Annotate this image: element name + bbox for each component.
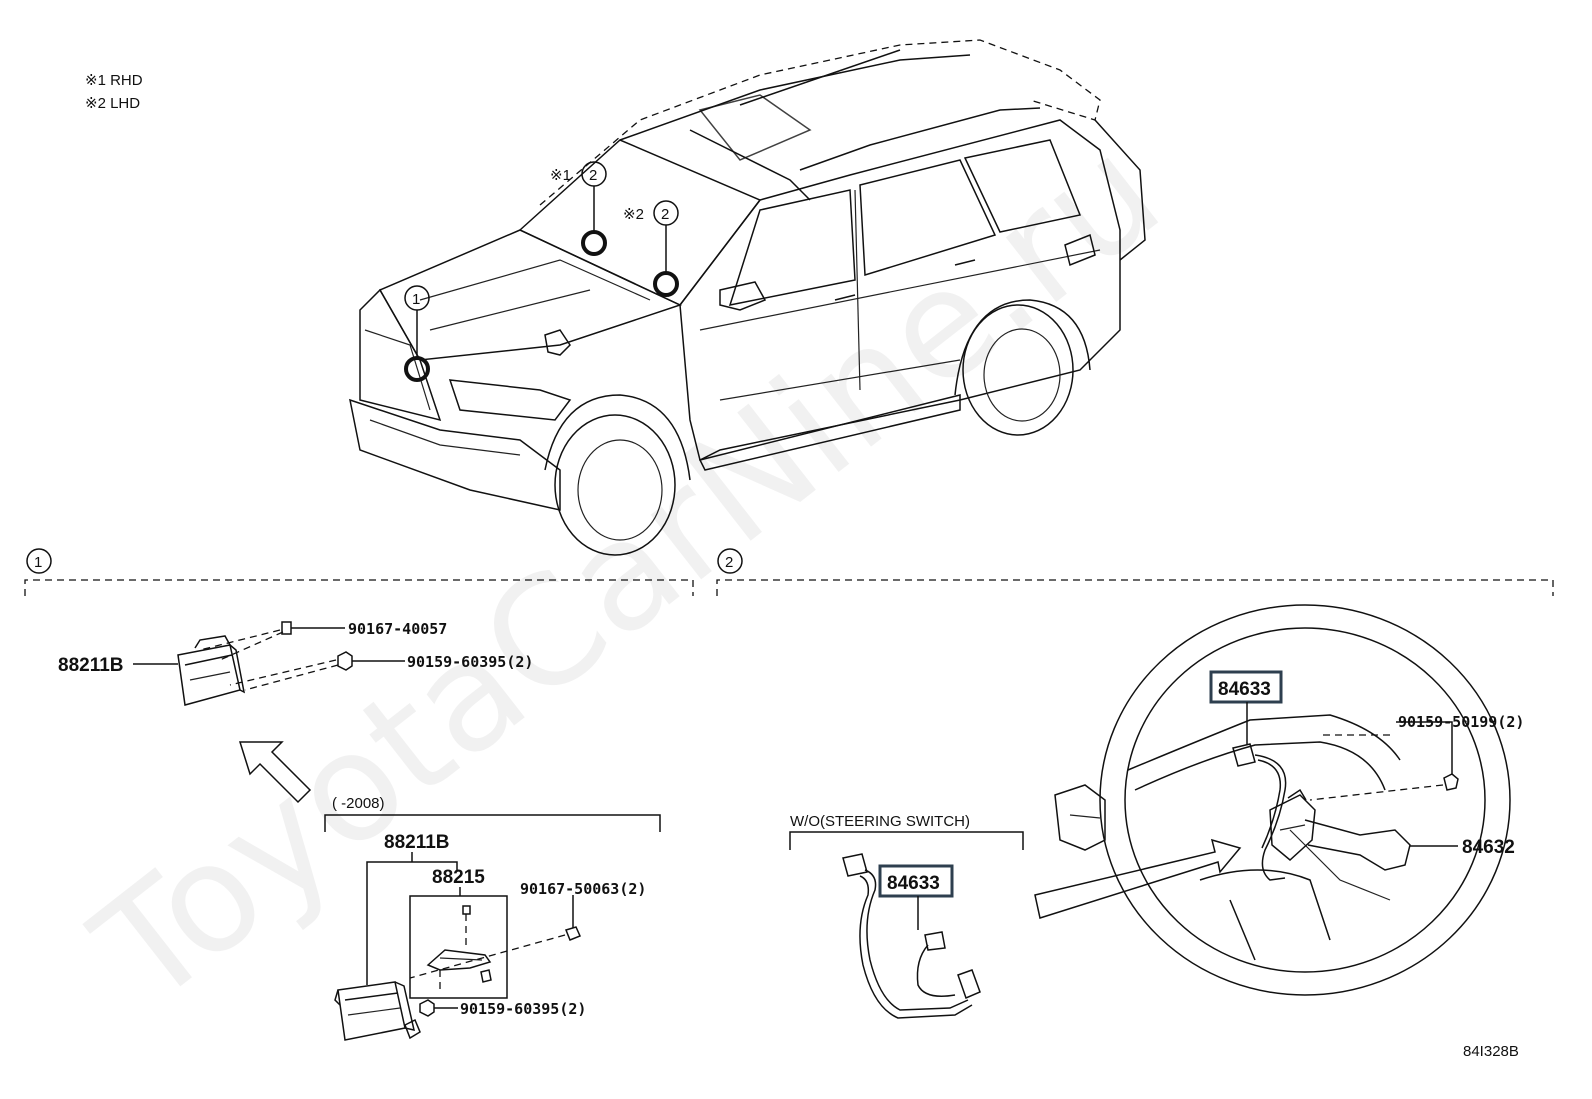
cruise-switch-84632[interactable] xyxy=(1269,788,1411,871)
part-84633-inset[interactable]: 84633 xyxy=(887,873,940,894)
watermark: ToyotaCarNine.ru xyxy=(64,105,1191,1039)
callout-rhd-switch[interactable]: ※1 2 xyxy=(550,161,607,256)
inset-2008-title: ( -2008) xyxy=(332,795,385,812)
part-90159-60395-inset[interactable]: 90159-60395(2) xyxy=(460,1000,586,1018)
part-84633-inset-box xyxy=(878,864,954,898)
callout-2a-label: 2 xyxy=(589,167,597,184)
part-88211B[interactable]: 88211B xyxy=(58,655,124,676)
bolt-icon xyxy=(337,651,362,671)
arrow-icon xyxy=(1034,838,1242,919)
yaw-rate-sensor-old[interactable] xyxy=(334,981,421,1041)
arrow-icon xyxy=(238,741,312,804)
note2-mark: ※2 xyxy=(623,206,644,223)
part-90159-50199[interactable]: 90159-50199(2) xyxy=(1398,713,1524,731)
bolt-icon xyxy=(419,999,435,1017)
wire-harness-84633[interactable] xyxy=(1232,743,1287,881)
bracket-88215[interactable] xyxy=(426,905,492,990)
legend-rhd: ※1 RHD xyxy=(85,72,143,89)
yaw-rate-sensor[interactable] xyxy=(177,635,246,706)
part-88215[interactable]: 88215 xyxy=(432,867,485,888)
section-1-label: 1 xyxy=(34,554,42,571)
inset-no-steering-switch-title: W/O(STEERING SWITCH) xyxy=(790,813,970,830)
part-90159-60395[interactable]: 90159-60395(2) xyxy=(407,653,533,671)
callout-front-sensor[interactable]: 1 xyxy=(404,285,430,382)
callout-2b-label: 2 xyxy=(661,206,669,223)
part-84633[interactable]: 84633 xyxy=(1218,679,1271,700)
wire-harness-84633-inset[interactable] xyxy=(842,853,981,1019)
vehicle-illustration xyxy=(349,39,1146,556)
callout-lhd-switch[interactable]: ※2 2 xyxy=(623,200,679,297)
bolt-icon xyxy=(564,895,582,941)
section-2-label: 2 xyxy=(725,554,733,571)
legend-lhd: ※2 LHD xyxy=(85,95,140,112)
section-1: 1 88211B 90167-40057 90159-60395(2) xyxy=(24,548,694,1041)
figure-code: 84I328B xyxy=(1463,1043,1519,1060)
callout-1-label: 1 xyxy=(412,291,420,308)
part-84632[interactable]: 84632 xyxy=(1462,837,1515,858)
screw-icon xyxy=(1443,773,1459,791)
note1-mark: ※1 xyxy=(550,167,571,184)
part-88211B-inset[interactable]: 88211B xyxy=(384,832,450,853)
section-2: 2 84633 xyxy=(716,548,1554,1019)
part-90167-50063[interactable]: 90167-50063(2) xyxy=(520,880,646,898)
part-84633-box xyxy=(1209,670,1283,704)
steering-wheel xyxy=(1054,604,1511,996)
bolt-icon xyxy=(281,621,300,635)
part-90167-40057[interactable]: 90167-40057 xyxy=(348,620,447,638)
